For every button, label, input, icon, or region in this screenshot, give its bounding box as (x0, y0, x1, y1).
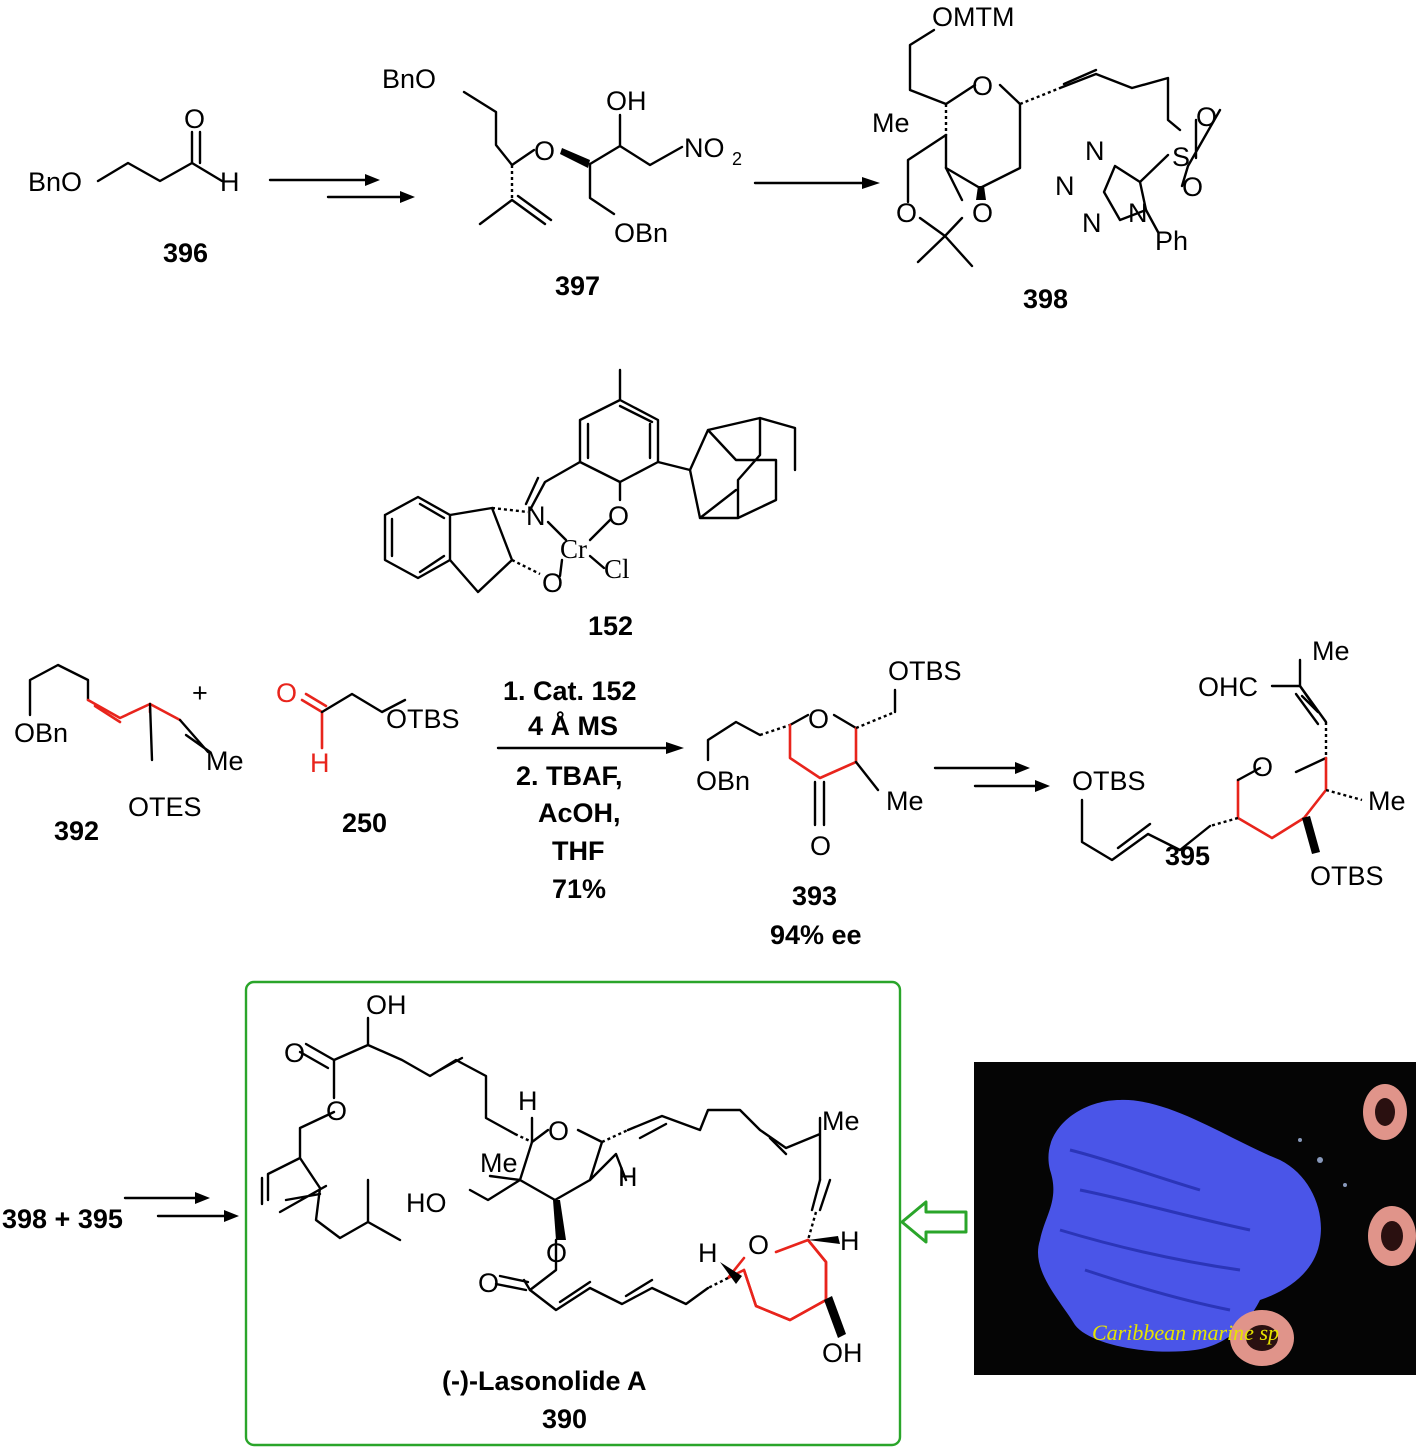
label-obn: OBn (614, 218, 668, 248)
compound-number-398: 398 (1023, 284, 1068, 314)
label-o: O (534, 136, 555, 166)
label-otbs-1: OTBS (1072, 766, 1146, 796)
label-me-2: Me (1368, 786, 1406, 816)
compound-number-390: 390 (542, 1404, 587, 1434)
condition-5: THF (552, 836, 604, 866)
multistep-arrow-2 (933, 762, 1050, 792)
compound-250: O H OTBS 250 (276, 678, 460, 838)
arrow-397-398 (753, 177, 880, 189)
compound-392: OBn Me OTES 392 (14, 663, 244, 846)
label-me: Me (886, 786, 924, 816)
label-o-ring: O (972, 71, 993, 101)
condition-yield: 71% (552, 874, 606, 904)
label-oh-2: OH (822, 1338, 863, 1368)
multistep-arrow-1 (268, 174, 415, 203)
label-o: O (184, 104, 205, 134)
label-h-4: H (840, 1226, 860, 1256)
catalyst-152: N O O Cr Cl 152 (383, 368, 797, 641)
label-obn: OBn (696, 766, 750, 796)
label-me: Me (872, 108, 910, 138)
label-o1: O (896, 198, 917, 228)
label-cl: Cl (604, 554, 630, 584)
compound-number-152: 152 (588, 611, 633, 641)
label-n4: N (1128, 198, 1148, 228)
label-otbs: OTBS (888, 656, 962, 686)
compound-number-392: 392 (54, 816, 99, 846)
label-me: Me (206, 746, 244, 776)
label-n3: N (1082, 208, 1102, 238)
plus-sign: + (192, 678, 208, 708)
label-otes: OTES (128, 792, 202, 822)
label-bno: BnO (28, 167, 82, 197)
label-n: N (526, 501, 546, 531)
compound-number-395: 395 (1165, 841, 1210, 871)
label-o1: O (608, 501, 629, 531)
photo-caption: Caribbean marine sp (1092, 1320, 1279, 1345)
condition-2: 4 Å MS (528, 710, 618, 741)
enantiomeric-excess: 94% ee (770, 920, 862, 950)
label-so1: O (1196, 102, 1217, 132)
label-so2: O (1182, 172, 1203, 202)
condition-3: 2. TBAF, (516, 761, 623, 791)
compound-397: BnO O OH NO 2 OBn 397 (382, 64, 742, 301)
label-ohc: OHC (1198, 672, 1258, 702)
label-o2: O (542, 568, 563, 598)
label-me-1: Me (480, 1148, 518, 1178)
label-ph: Ph (1155, 226, 1188, 256)
compound-number-397: 397 (555, 271, 600, 301)
label-no2: NO (684, 133, 725, 163)
reaction-arrow-conditions: 1. Cat. 152 4 Å MS 2. TBAF, AcOH, THF 71… (496, 676, 684, 904)
sponge-photo: Caribbean marine sp (974, 1062, 1416, 1375)
compound-number-393: 393 (792, 881, 837, 911)
label-oh: OH (606, 86, 647, 116)
label-omtm: OMTM (932, 2, 1014, 32)
label-n1: N (1085, 136, 1105, 166)
label-keto-o: O (810, 831, 831, 861)
compound-395: Me OHC OTBS O Me OTBS 395 (1072, 636, 1406, 891)
multistep-arrow-3 (123, 1192, 239, 1222)
label-o: O (276, 678, 297, 708)
label-obn: OBn (14, 718, 68, 748)
label-ho: HO (406, 1188, 447, 1218)
label-cr: Cr (560, 534, 587, 564)
compound-393: OTBS O OBn Me O 393 94% ee (696, 656, 962, 950)
label-oh-1: OH (366, 990, 407, 1020)
label-o-ring: O (1252, 752, 1273, 782)
label-h: H (220, 167, 240, 197)
open-arrow-icon (900, 1200, 968, 1244)
label-me: Me (1312, 636, 1350, 666)
label-o2: O (972, 198, 993, 228)
compound-396: BnO O H 396 (28, 104, 240, 268)
label-o-ester: O (326, 1096, 347, 1126)
label-o-ester-2: O (546, 1238, 567, 1268)
label-o-ring: O (808, 704, 829, 734)
label-o-carbonyl: O (284, 1038, 305, 1068)
label-s: S (1172, 142, 1190, 172)
label-h: H (310, 748, 330, 778)
label-otbs-2: OTBS (1310, 861, 1384, 891)
label-o-ring: O (548, 1116, 569, 1146)
compound-398: OMTM O Me O O S O O N N N N Ph 398 (872, 2, 1222, 314)
compound-number-396: 396 (163, 238, 208, 268)
label-o-carbonyl-2: O (478, 1268, 499, 1298)
lasonolide-box: OH O O H O Me Me H HO O O H O H OH (-)-L… (244, 980, 902, 1447)
label-me-2: Me (822, 1106, 860, 1136)
label-h-3: H (698, 1238, 718, 1268)
label-bno: BnO (382, 64, 436, 94)
compound-number-250: 250 (342, 808, 387, 838)
reactants-label: 398 + 395 (2, 1204, 123, 1234)
label-h-2: H (618, 1162, 638, 1192)
condition-1: 1. Cat. 152 (503, 676, 637, 706)
condition-4: AcOH, (538, 798, 621, 828)
label-h-1: H (518, 1086, 538, 1116)
label-n2: N (1055, 171, 1075, 201)
label-no2-subscript: 2 (732, 149, 742, 169)
product-name: (-)-Lasonolide A (442, 1366, 646, 1396)
label-o-ring-2: O (748, 1230, 769, 1260)
label-otbs: OTBS (386, 704, 460, 734)
